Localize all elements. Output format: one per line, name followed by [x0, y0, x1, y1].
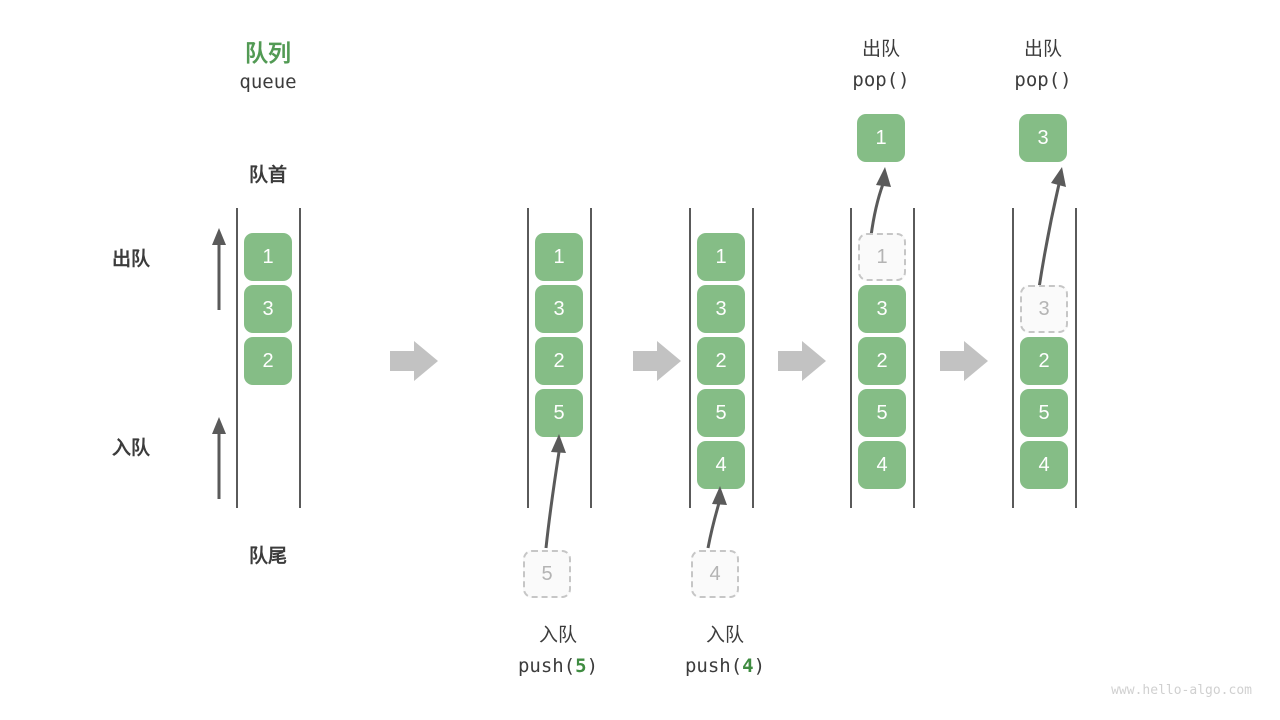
push-code-prefix: push( — [684, 655, 743, 677]
queue-rail-left-stage-1 — [236, 208, 238, 508]
pop-caption-cn: 出队 — [1023, 39, 1062, 60]
queue-cell: 3 — [697, 285, 745, 333]
queue-title-cn: 队列 — [245, 40, 291, 66]
queue-cell: 2 — [858, 337, 906, 385]
push-code-suffix: ) — [753, 655, 766, 677]
queue-cell: 4 — [858, 441, 906, 489]
pop-code-prefix: pop( — [1014, 69, 1061, 91]
queue-cell: 2 — [244, 337, 292, 385]
push-arrow-stage-2 — [544, 434, 566, 549]
queue-cell: 2 — [697, 337, 745, 385]
queue-rail-left-stage-5 — [1012, 208, 1014, 508]
queue-cell: 5 — [1020, 389, 1068, 437]
step-arrow-icon — [940, 341, 988, 381]
queue-rail-right-stage-5 — [1075, 208, 1077, 508]
queue-cell: 4 — [1020, 441, 1068, 489]
queue-title-en: queue — [239, 71, 297, 93]
push-ghost-cell: 5 — [523, 550, 571, 598]
push-code-arg: 5 — [575, 655, 587, 677]
pop-code-suffix: ) — [1060, 69, 1072, 91]
push-code-prefix: push( — [517, 655, 576, 677]
queue-cell: 1 — [244, 233, 292, 281]
step-arrow-icon — [390, 341, 438, 381]
rear-label: 队尾 — [248, 546, 287, 567]
queue-cell: 4 — [697, 441, 745, 489]
queue-cell: 2 — [535, 337, 583, 385]
push-caption-code: push(4) — [625, 655, 825, 677]
queue-cell: 5 — [858, 389, 906, 437]
queue-cell: 2 — [1020, 337, 1068, 385]
pop-caption-code: pop() — [781, 69, 981, 91]
queue-rail-right-stage-3 — [752, 208, 754, 508]
pop-ghost-cell: 1 — [858, 233, 906, 281]
queue-cell: 3 — [244, 285, 292, 333]
push-ghost-cell: 4 — [691, 550, 739, 598]
pop-ghost-cell: 3 — [1020, 285, 1068, 333]
queue-rail-left-stage-2 — [527, 208, 529, 508]
front-label: 队首 — [248, 165, 287, 186]
push-caption-cn: 入队 — [538, 625, 577, 646]
watermark: www.hello-algo.com — [1111, 683, 1252, 698]
queue-cell: 3 — [858, 285, 906, 333]
queue-cell: 1 — [697, 233, 745, 281]
push-code-suffix: ) — [586, 655, 599, 677]
queue-cell: 3 — [535, 285, 583, 333]
enqueue-direction-arrow — [212, 417, 226, 499]
popped-cell: 3 — [1019, 114, 1067, 162]
dequeue-direction-arrow — [212, 228, 226, 310]
pop-caption-code: pop() — [943, 69, 1143, 91]
dequeue-label: 出队 — [111, 249, 150, 270]
pop-code-suffix: ) — [898, 69, 910, 91]
queue-cell: 1 — [535, 233, 583, 281]
step-arrow-icon — [633, 341, 681, 381]
queue-cell: 5 — [535, 389, 583, 437]
pop-arrow-stage-4 — [869, 167, 891, 237]
queue-rail-right-stage-2 — [590, 208, 592, 508]
pop-arrow-stage-5 — [1037, 167, 1066, 289]
queue-cell: 5 — [697, 389, 745, 437]
enqueue-label: 入队 — [111, 438, 150, 459]
queue-rail-right-stage-1 — [299, 208, 301, 508]
pop-code-prefix: pop( — [852, 69, 899, 91]
queue-rail-left-stage-4 — [850, 208, 852, 508]
queue-rail-left-stage-3 — [689, 208, 691, 508]
pop-caption-cn: 出队 — [861, 39, 900, 60]
push-code-arg: 4 — [742, 655, 754, 677]
push-caption-code: push(5) — [458, 655, 658, 677]
queue-rail-right-stage-4 — [913, 208, 915, 508]
popped-cell: 1 — [857, 114, 905, 162]
push-caption-cn: 入队 — [705, 625, 744, 646]
push-arrow-stage-3 — [706, 486, 727, 549]
step-arrow-icon — [778, 341, 826, 381]
